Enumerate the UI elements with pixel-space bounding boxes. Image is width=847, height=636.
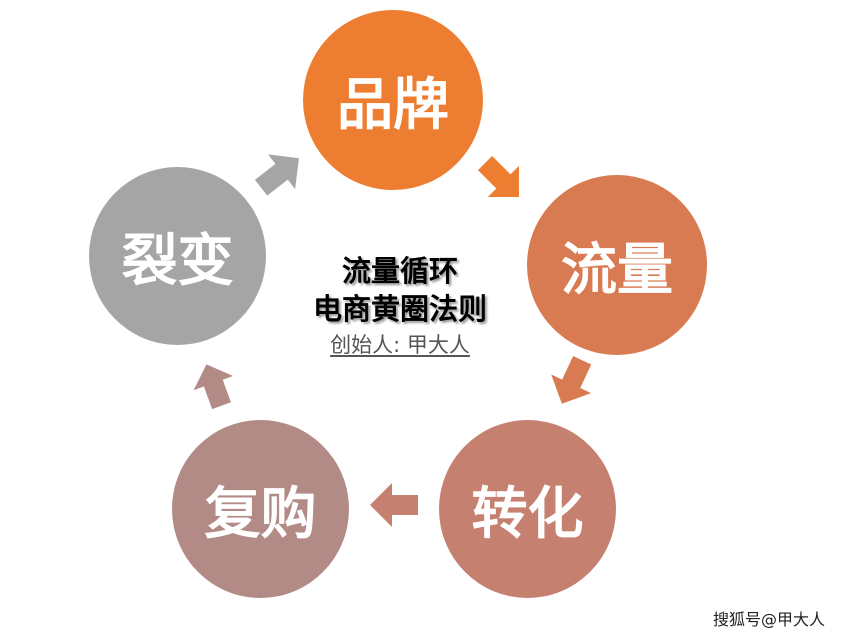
node-traffic-label: 流量: [561, 237, 673, 303]
node-traffic: 流量: [527, 175, 707, 355]
node-brand: 品牌: [303, 10, 483, 190]
node-brand-label: 品牌: [337, 72, 449, 138]
arrow-fission-to-brand-icon: [254, 154, 299, 196]
arrow-brand-to-traffic-icon: [477, 155, 519, 197]
arrow-repurchase-to-fission-icon: [193, 364, 234, 410]
center-title-line1: 流量循环: [341, 254, 458, 288]
node-fission: 裂变: [89, 167, 266, 345]
node-fission-label: 裂变: [121, 228, 234, 294]
center-title-line2: 电商黄圈法则: [312, 292, 487, 326]
center-title-block: 流量循环 电商黄圈法则 创始人: 甲大人: [280, 252, 520, 360]
node-conversion: 转化: [439, 420, 616, 598]
watermark: 搜狐号@甲大人: [712, 610, 825, 629]
arrow-traffic-to-conversion-icon: [551, 356, 592, 404]
node-conversion-label: 转化: [471, 481, 584, 547]
center-subtitle: 创始人: 甲大人: [330, 333, 470, 357]
node-repurchase-label: 复购: [204, 481, 317, 547]
arrow-conversion-to-repurchase-icon: [370, 483, 418, 527]
node-repurchase: 复购: [172, 420, 349, 598]
